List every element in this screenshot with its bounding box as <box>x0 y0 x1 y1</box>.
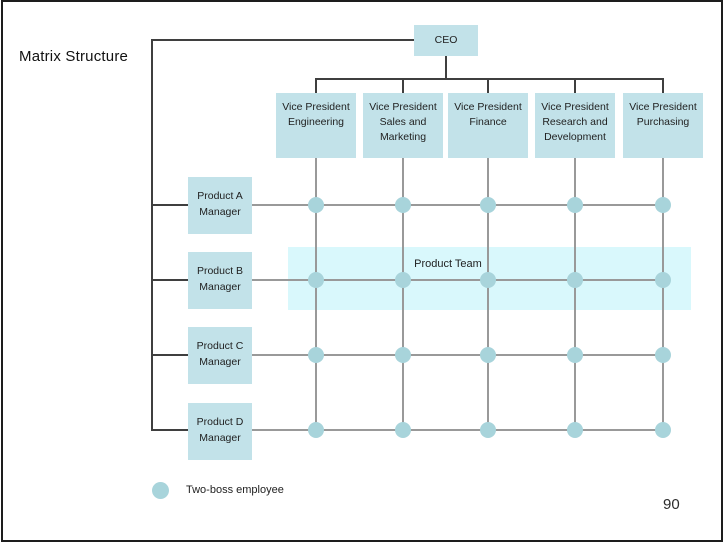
grid-column-line <box>574 158 576 430</box>
grid-column-line <box>662 158 664 430</box>
two-boss-employee-dot <box>308 347 324 363</box>
two-boss-employee-dot <box>567 197 583 213</box>
two-boss-employee-dot <box>567 272 583 288</box>
spine-stub-line <box>152 279 188 281</box>
grid-column-line <box>487 158 489 430</box>
two-boss-employee-dot <box>567 422 583 438</box>
two-boss-employee-dot <box>480 197 496 213</box>
page-number: 90 <box>663 496 680 513</box>
grid-row-line <box>252 279 663 281</box>
vp-distribution-line <box>315 78 664 80</box>
two-boss-employee-dot <box>567 347 583 363</box>
vp-box-sales-marketing: Vice President Sales and Marketing <box>363 93 443 158</box>
two-boss-employee-dot <box>480 347 496 363</box>
vp-box-research-development: Vice President Research and Development <box>535 93 615 158</box>
ceo-box: CEO <box>414 25 478 56</box>
spine-stub-line <box>152 354 188 356</box>
vp-box-purchasing: Vice President Purchasing <box>623 93 703 158</box>
two-boss-employee-dot <box>395 347 411 363</box>
grid-column-line <box>315 158 317 430</box>
slide-title: Matrix Structure <box>19 48 129 65</box>
two-boss-employee-dot <box>308 197 324 213</box>
two-boss-employee-dot <box>480 272 496 288</box>
two-boss-employee-dot <box>655 197 671 213</box>
two-boss-employee-dot <box>655 272 671 288</box>
product-c-manager-box: Product C Manager <box>188 327 252 384</box>
two-boss-employee-dot <box>395 422 411 438</box>
two-boss-employee-dot <box>655 347 671 363</box>
vp-drop-line <box>315 78 317 93</box>
two-boss-employee-icon <box>152 482 169 499</box>
vp-drop-line <box>487 78 489 93</box>
vp-box-engineering: Vice President Engineering <box>276 93 356 158</box>
vp-drop-line <box>574 78 576 93</box>
two-boss-employee-dot <box>395 272 411 288</box>
legend-label: Two-boss employee <box>186 484 284 496</box>
product-d-manager-box: Product D Manager <box>188 403 252 460</box>
vp-drop-line <box>662 78 664 93</box>
vp-drop-line <box>402 78 404 93</box>
spine-stub-line <box>152 204 188 206</box>
ceo-feed-line <box>152 39 414 41</box>
product-a-manager-box: Product A Manager <box>188 177 252 234</box>
grid-column-line <box>402 158 404 430</box>
vp-box-finance: Vice President Finance <box>448 93 528 158</box>
two-boss-employee-dot <box>308 272 324 288</box>
left-spine-line <box>151 39 153 431</box>
product-team-label: Product Team <box>414 258 482 270</box>
grid-row-line <box>252 204 663 206</box>
grid-row-line <box>252 429 663 431</box>
ceo-drop-line <box>445 56 447 79</box>
spine-stub-line <box>152 429 188 431</box>
two-boss-employee-dot <box>395 197 411 213</box>
two-boss-employee-dot <box>480 422 496 438</box>
two-boss-employee-dot <box>308 422 324 438</box>
product-b-manager-box: Product B Manager <box>188 252 252 309</box>
grid-row-line <box>252 354 663 356</box>
two-boss-employee-dot <box>655 422 671 438</box>
